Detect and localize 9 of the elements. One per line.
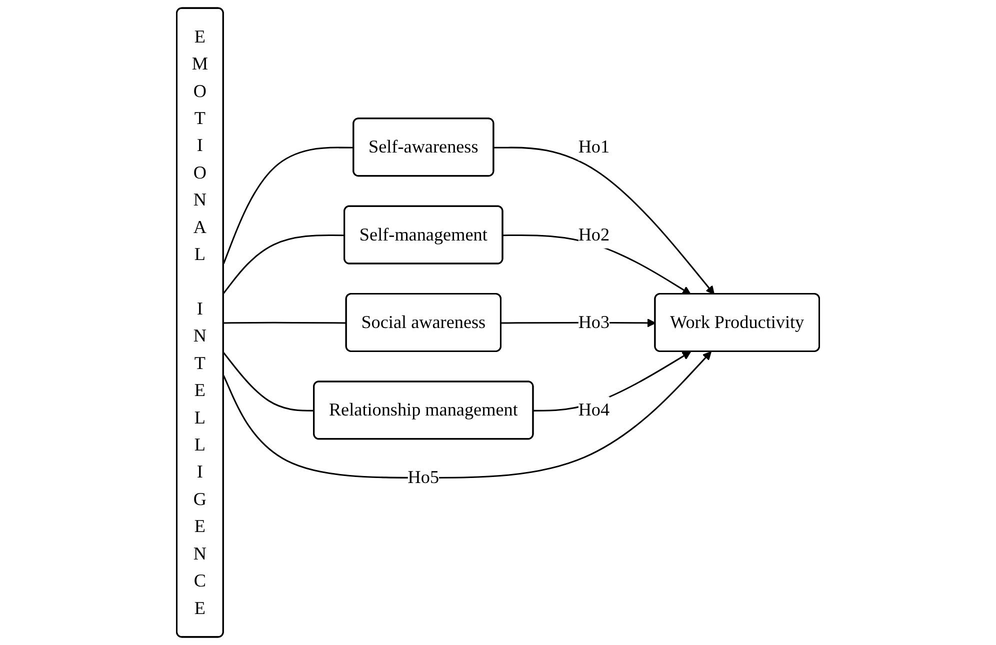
- connector: [224, 322, 347, 324]
- connector: [223, 234, 345, 294]
- edge-label: Ho1: [578, 136, 610, 157]
- edge-label: Ho3: [578, 312, 610, 332]
- edge-label: Ho4: [578, 400, 610, 420]
- connector: [222, 146, 354, 264]
- edge-label: Ho5: [408, 467, 440, 488]
- connector: [223, 352, 314, 412]
- edge-label: Ho2: [578, 224, 610, 244]
